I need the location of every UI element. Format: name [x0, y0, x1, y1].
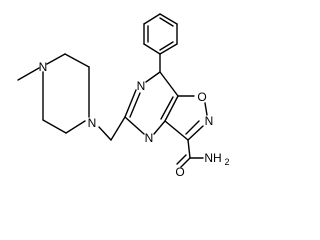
bond-ph-3: [143, 13, 161, 25]
bond-amide-c-o-2: [176, 154, 187, 165]
atom-n-pyrimidine-top: N: [137, 79, 146, 93]
bond-ch2-c5: [110, 116, 126, 141]
atom-amide-nh: NH: [204, 151, 221, 165]
bond-ph-1: [143, 43, 161, 55]
bond-n-c3-2: [185, 120, 200, 135]
atom-n-pyrimidine-bottom: N: [145, 131, 154, 145]
bond-pip-2: [64, 53, 90, 68]
bond-c3-amide-c: [187, 139, 191, 159]
bond-n-c3: [187, 125, 204, 141]
bond-c7a-c3a-2: [160, 96, 174, 120]
atom-n-isoxazole: N: [205, 114, 214, 128]
bond-n-bottom-c5: [124, 116, 145, 135]
chemical-structure: N N N N O N NH 2 O: [17, 13, 230, 179]
atom-n-linked: N: [88, 116, 97, 130]
bond-pip-5: [42, 119, 67, 134]
atom-amide-h-count: 2: [224, 157, 229, 167]
bond-amide-c-o: [180, 157, 191, 168]
bond-ph-4b: [159, 17, 174, 27]
atom-n-methyl: N: [39, 60, 48, 74]
bond-c5-n-top: [124, 89, 137, 118]
bond-c7a-c3a: [164, 95, 179, 122]
bond-pip-1: [46, 53, 66, 65]
bond-o-n: [204, 102, 208, 116]
bond-ph-4: [159, 13, 178, 25]
bond-n-top-c7: [145, 71, 161, 83]
bond-ph-6: [159, 43, 178, 55]
bond-c3-c3a: [164, 120, 189, 141]
atom-o-amide: O: [175, 165, 184, 179]
bond-methyl-n: [17, 67, 40, 81]
bond-c3a-n-bottom: [153, 120, 166, 135]
bond-c5-n-top-2: [129, 92, 141, 118]
bond-ph-6b: [159, 41, 174, 51]
atom-o-isoxazole: O: [197, 90, 206, 104]
atom-amide-nh2: NH 2: [204, 151, 229, 167]
bond-c7-c7a: [159, 71, 179, 97]
atom-labels: N N N N O N NH 2 O: [39, 60, 230, 179]
bonds: [17, 13, 208, 168]
bond-n-ch2: [98, 126, 112, 141]
bond-pip-4: [65, 120, 86, 134]
